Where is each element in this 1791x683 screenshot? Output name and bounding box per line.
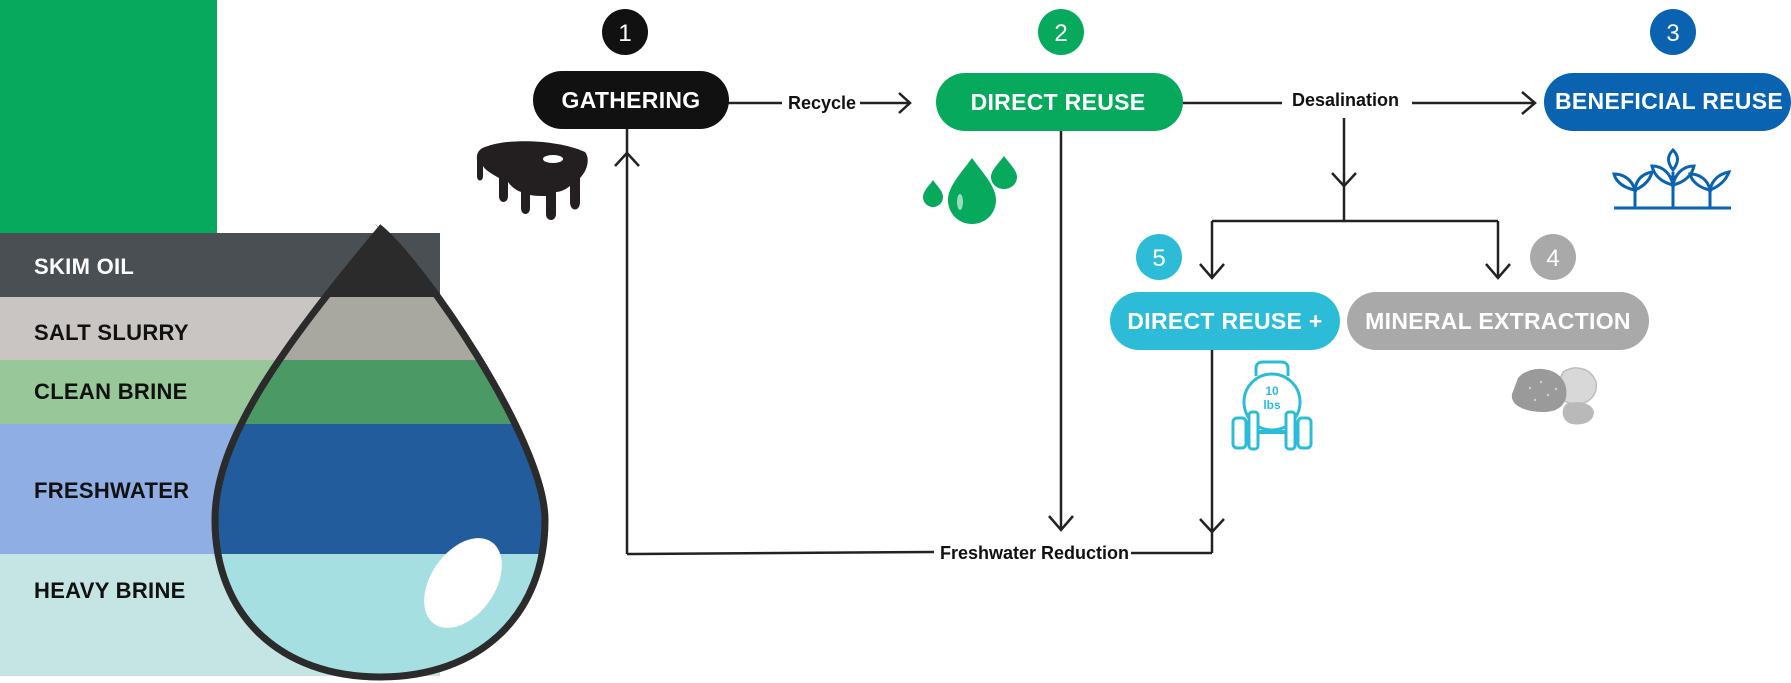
stage-badge-mineral-extraction bbox=[1530, 234, 1576, 280]
stage-label-beneficial-reuse: BENEFICIAL REUSE bbox=[1555, 88, 1783, 114]
stage-pill-direct-reuse bbox=[936, 73, 1183, 131]
water-drops-icon bbox=[923, 156, 1017, 224]
stage-badge-direct-reuse bbox=[1038, 9, 1084, 55]
layer-label-heavy-brine: HEAVY BRINE bbox=[34, 578, 186, 603]
stage-label-gathering: GATHERING bbox=[562, 87, 701, 113]
green-accent-block bbox=[0, 0, 217, 234]
flow-label-desalination: Desalination bbox=[1292, 90, 1399, 110]
stage-badge-beneficial-reuse bbox=[1650, 9, 1696, 55]
stage-number-direct-reuse: 2 bbox=[1054, 20, 1067, 47]
water-drop-outline bbox=[211, 224, 549, 681]
stage-badge-direct-reuse-plus bbox=[1136, 234, 1182, 280]
flow-label-recycle: Recycle bbox=[788, 93, 856, 113]
rocks-icon bbox=[1511, 367, 1598, 425]
flow-connectors bbox=[614, 91, 1537, 556]
stage-number-direct-reuse-plus: 5 bbox=[1152, 245, 1165, 272]
stage-pill-gathering bbox=[533, 71, 729, 129]
plants-icon bbox=[1612, 147, 1732, 210]
stage-badge-gathering bbox=[602, 9, 648, 55]
layer-label-skim-oil: SKIM OIL bbox=[34, 254, 134, 279]
stage-number-beneficial-reuse: 3 bbox=[1666, 20, 1679, 47]
stage-number-mineral-extraction: 4 bbox=[1546, 245, 1559, 272]
stage-label-mineral-extraction: MINERAL EXTRACTION bbox=[1365, 308, 1631, 334]
stage-number-gathering: 1 bbox=[618, 20, 631, 47]
stage-pill-mineral-extraction bbox=[1347, 292, 1649, 350]
stage-pill-beneficial-reuse bbox=[1544, 73, 1791, 131]
oil-spill-icon bbox=[476, 141, 588, 220]
stage-label-direct-reuse-plus: DIRECT REUSE + bbox=[1127, 308, 1322, 334]
layer-label-freshwater: FRESHWATER bbox=[34, 478, 189, 503]
layer-label-clean-brine: CLEAN BRINE bbox=[34, 379, 188, 404]
stage-pill-direct-reuse-plus bbox=[1110, 292, 1340, 350]
flow-label-freshwater-reduction: Freshwater Reduction bbox=[940, 543, 1129, 563]
layer-label-salt-slurry: SALT SLURRY bbox=[34, 320, 189, 345]
stage-label-direct-reuse: DIRECT REUSE bbox=[971, 89, 1146, 115]
